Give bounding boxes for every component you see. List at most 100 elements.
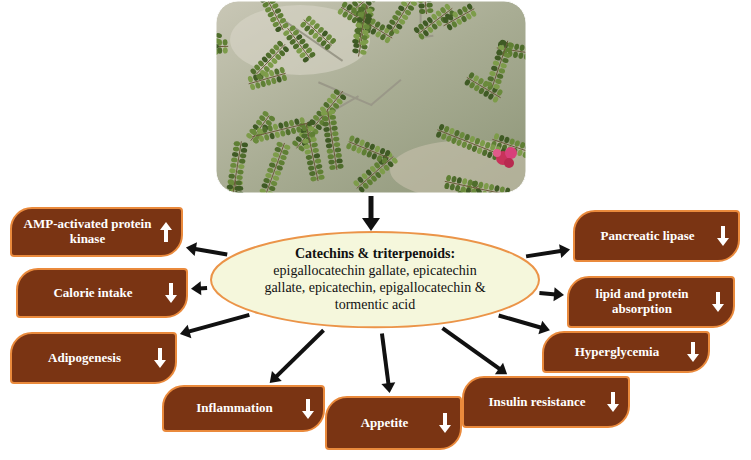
leaflet: [352, 48, 359, 54]
leaflet: [262, 110, 270, 118]
leaflet: [440, 133, 447, 141]
leaflet: [216, 38, 221, 44]
frond-stem: [341, 7, 392, 38]
effect-arrow-connector: [442, 328, 507, 374]
leaflet: [313, 153, 320, 159]
leaflet: [268, 115, 276, 123]
leaflet: [442, 16, 449, 24]
leaflet: [469, 135, 476, 143]
leaflet: [308, 126, 315, 132]
arrow-shaft: [188, 315, 250, 332]
effect-box: Appetite: [325, 396, 462, 450]
effect-arrow: [153, 347, 167, 369]
leaflet: [302, 56, 310, 64]
effect-label: lipid and protein absorption: [579, 287, 705, 317]
leaflet: [328, 109, 335, 115]
leaflet: [489, 184, 495, 191]
leaflet: [302, 138, 309, 144]
leaflet: [465, 187, 471, 193]
leaflet: [301, 133, 308, 139]
leaflet: [299, 117, 305, 124]
leaflet: [262, 126, 268, 133]
leaflet: [502, 57, 510, 64]
leaflet: [279, 66, 285, 73]
leaflet: [461, 141, 468, 149]
effect-box: Adipogenesis: [10, 332, 177, 384]
leaflet: [329, 115, 336, 121]
leaflet: [223, 47, 228, 53]
leaflet: [278, 122, 284, 129]
leaflet: [308, 165, 315, 171]
leaflet: [384, 149, 391, 157]
leaflet: [276, 141, 284, 148]
ellipse-text: Catechins & triterpenoids:epigallocatech…: [255, 246, 495, 313]
frond-stem: [304, 20, 332, 46]
leaflet: [315, 163, 322, 169]
leaflet: [258, 135, 264, 142]
leaflet: [228, 173, 235, 179]
leaflet: [400, 1, 408, 7]
branch: [281, 19, 342, 61]
leaflet: [498, 44, 506, 51]
leaflet: [365, 13, 372, 19]
leaflet: [365, 1, 373, 7]
leaflet: [360, 49, 367, 55]
flower-bud: [505, 147, 517, 159]
photo-arrow-head: [362, 218, 380, 231]
leaflet: [446, 174, 452, 181]
photo-blur: [230, 5, 370, 75]
leaflet: [318, 174, 325, 180]
effect-label: Pancreatic lipase: [601, 229, 695, 244]
arrow-shaft: [194, 249, 227, 255]
effect-box: AMP-activated protein kinase: [10, 207, 183, 257]
leaflet: [272, 151, 280, 158]
leaflet: [498, 135, 505, 143]
leaflet: [361, 35, 368, 41]
leaflet: [320, 110, 327, 116]
flower: [493, 147, 517, 168]
leaflet: [492, 60, 500, 67]
leaflet: [282, 149, 290, 156]
leaflet: [356, 17, 363, 23]
leaflet: [233, 146, 240, 152]
leaflet: [485, 81, 493, 88]
leaflet: [308, 51, 316, 59]
photo-frame: [216, 1, 526, 193]
leaflet: [272, 175, 280, 182]
leaflet: [337, 163, 344, 169]
leaflet: [352, 39, 359, 45]
leaflet: [498, 68, 506, 75]
leaflet: [504, 136, 511, 144]
leaflet: [496, 73, 504, 80]
leaflet: [249, 83, 255, 90]
leaflet: [274, 68, 280, 75]
arrow-shaft: [382, 334, 389, 385]
frond-stem: [357, 156, 394, 188]
leaflet: [269, 1, 277, 5]
effect-arrow-shape: [160, 222, 172, 242]
leaflet: [357, 12, 364, 18]
leaflet: [274, 146, 282, 153]
leaflet: [371, 153, 378, 161]
effect-box: Insulin resistance: [462, 376, 630, 428]
arrow-head: [270, 371, 282, 383]
effect-arrow-connector: [526, 244, 570, 258]
leaflet: [259, 188, 267, 193]
arrow-head: [559, 244, 570, 258]
leaflet: [240, 148, 247, 154]
leaflet: [303, 144, 310, 150]
leaflet: [305, 154, 312, 160]
leaflet: [217, 47, 222, 53]
leaflet: [446, 23, 453, 31]
leaflet: [336, 158, 343, 164]
arrow-shaft: [442, 328, 500, 369]
effect-arrow-connector: [499, 315, 550, 334]
leaflet: [487, 76, 495, 83]
leaflet: [216, 32, 223, 38]
effect-arrow-shape: [165, 283, 177, 303]
effect-arrow: [301, 398, 315, 420]
leaflet: [355, 22, 362, 28]
photo-arrow-shaft: [369, 196, 374, 220]
leaflet: [369, 143, 376, 151]
